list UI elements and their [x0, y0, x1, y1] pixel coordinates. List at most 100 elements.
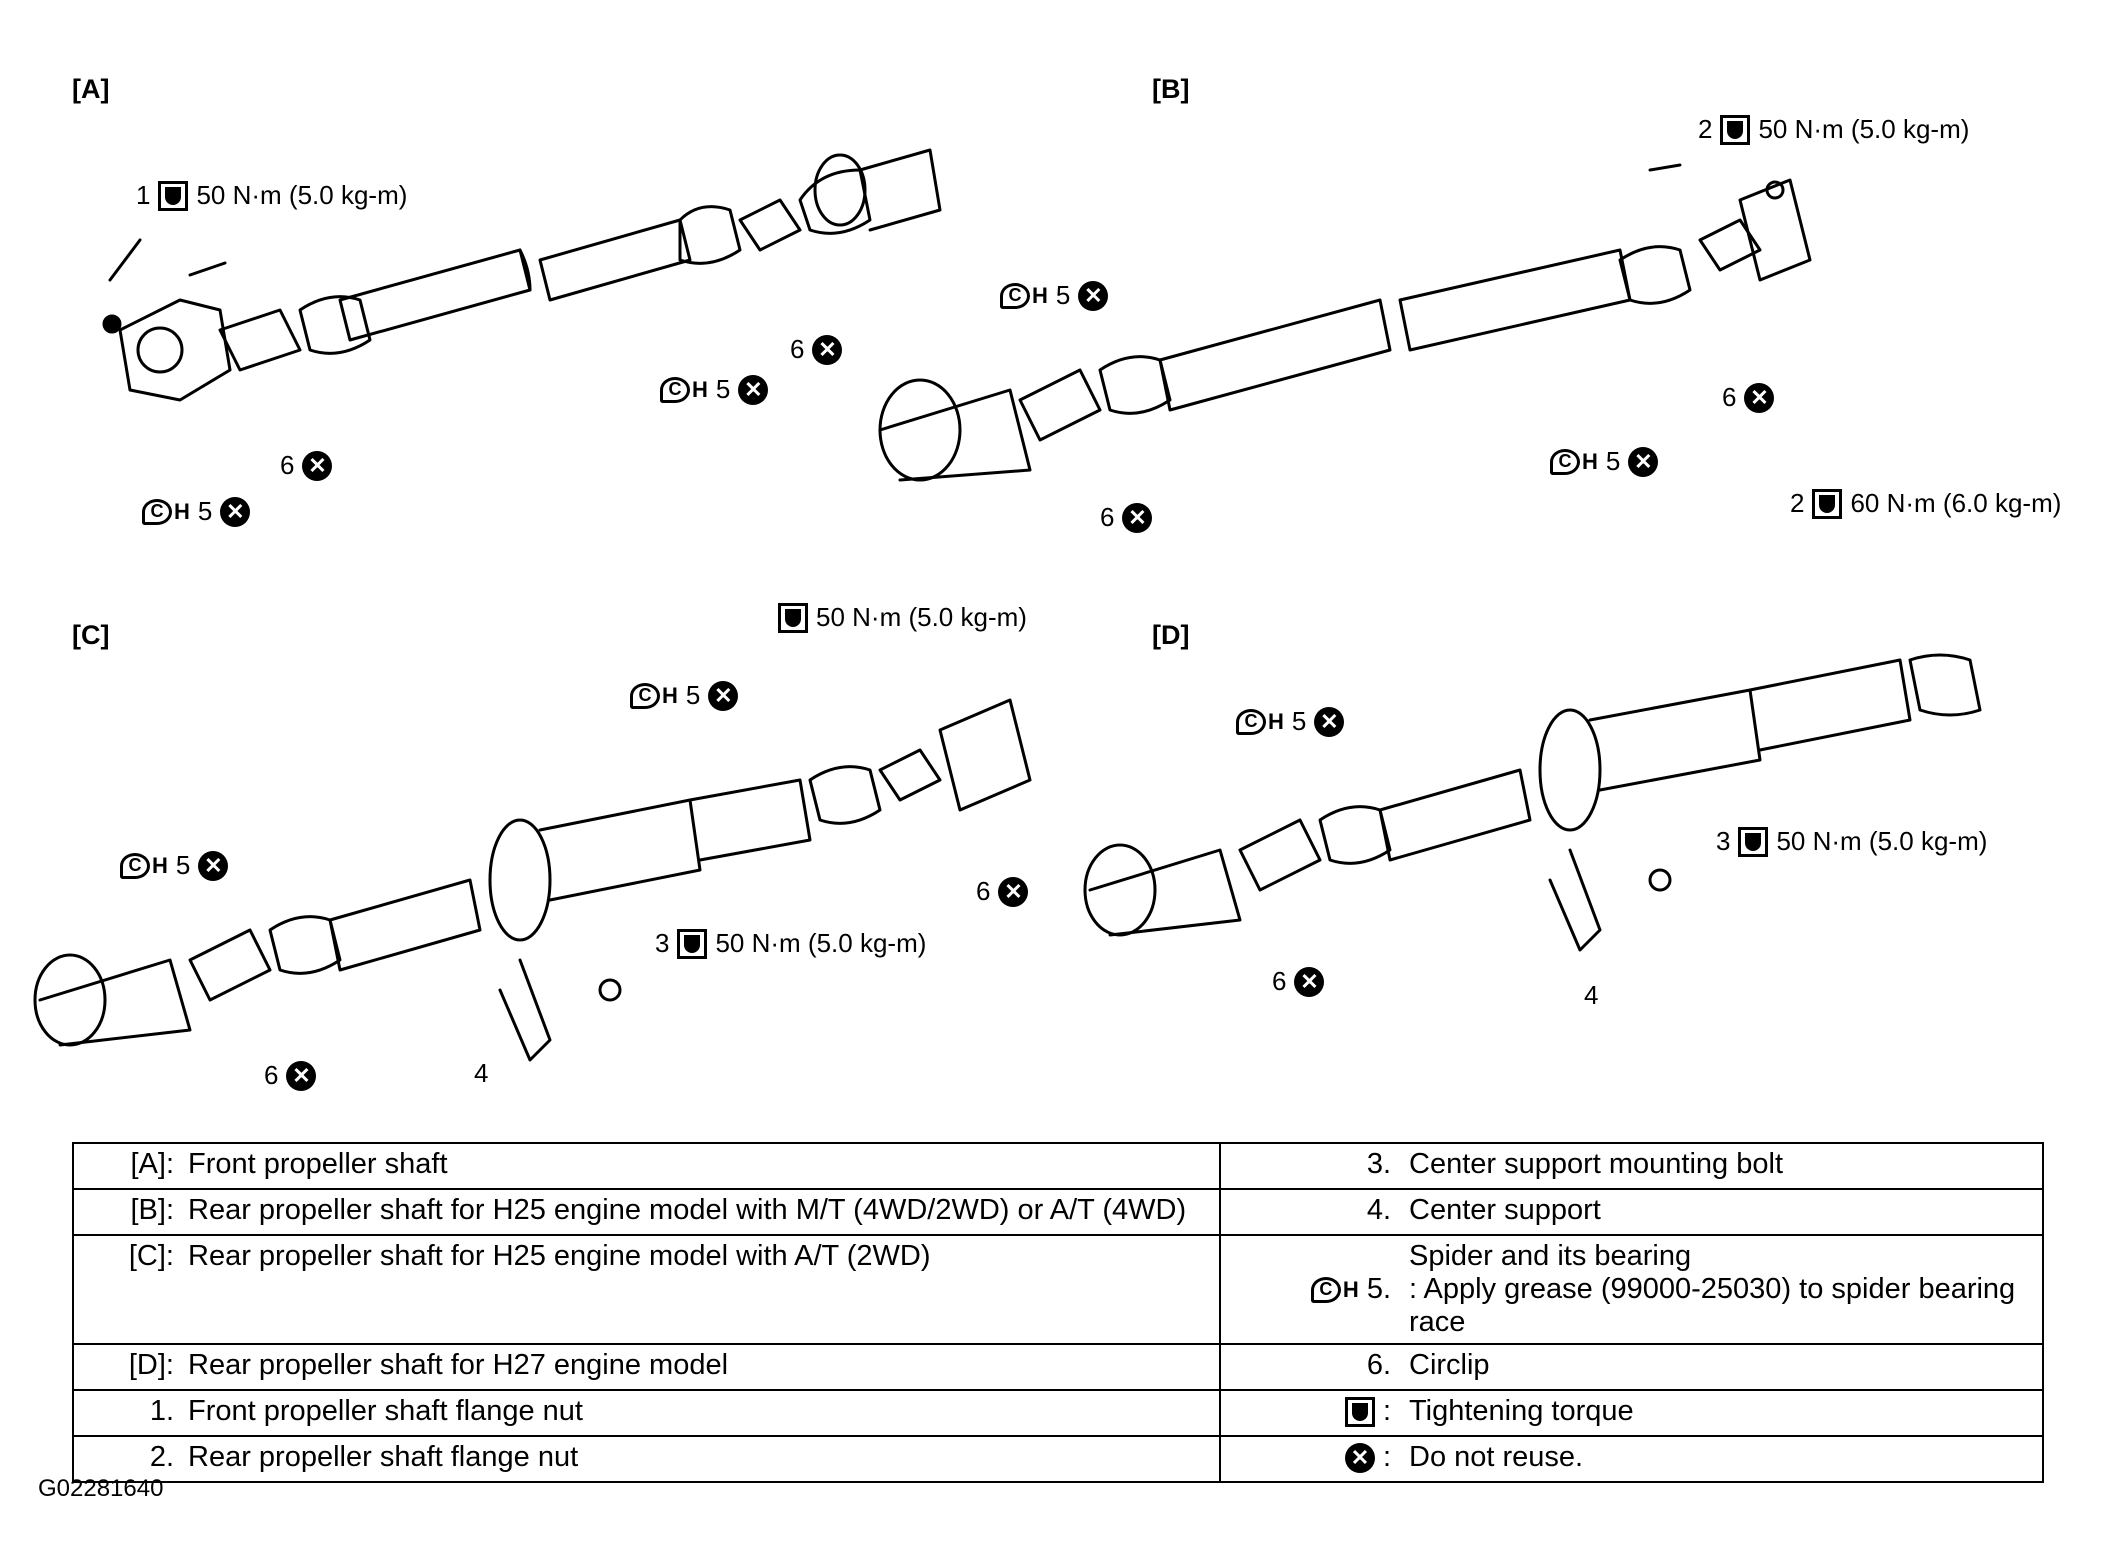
do-not-reuse-icon: ✕: [1628, 446, 1659, 477]
torque-value: 60 N·m (6.0 kg-m): [1850, 488, 2062, 518]
do-not-reuse-icon: ✕: [1744, 382, 1775, 413]
torque-icon: [1812, 488, 1843, 519]
do-not-reuse-icon: ✕: [708, 680, 739, 711]
legend-text: Do not reuse.: [1409, 1441, 1584, 1473]
legend-row: [A]: Front propeller shaft 3. Center suppo…: [72, 1142, 2044, 1190]
torque-value: 50 N·m (5.0 kg-m): [196, 180, 408, 210]
panel-label-c: [C]: [72, 620, 110, 650]
legend-text: Center support: [1409, 1194, 1601, 1226]
callout-number: 3: [655, 928, 670, 958]
legend-text: Circlip: [1409, 1349, 1490, 1381]
callout-circlip-b-right: 6 ✕: [1722, 382, 1775, 413]
torque-value: 50 N·m (5.0 kg-m): [816, 602, 1027, 632]
do-not-reuse-icon: ✕: [1344, 1442, 1375, 1473]
callout-number: 5: [715, 374, 731, 404]
callout-number: 6: [976, 876, 991, 906]
callout-number: 6: [790, 334, 805, 364]
callout-number: 5: [1291, 706, 1307, 736]
legend-text: Rear propeller shaft for H25 engine mode…: [188, 1240, 931, 1272]
legend-text: Front propeller shaft flange nut: [188, 1395, 583, 1427]
shaft-drawing-a: [102, 148, 942, 402]
legend-key: 2.: [149, 1441, 174, 1473]
legend-key: :: [1231, 1395, 1409, 1428]
do-not-reuse-icon: ✕: [1078, 280, 1109, 311]
do-not-reuse-icon: ✕: [220, 496, 251, 527]
do-not-reuse-icon: ✕: [738, 374, 769, 405]
torque-value: 50 N·m (5.0 kg-m): [715, 928, 927, 958]
callout-number: 4: [474, 1058, 489, 1088]
shaft-drawing-d: [1083, 653, 1982, 952]
panel-label-a: [A]: [72, 74, 110, 104]
torque-value: 50 N·m (5.0 kg-m): [1758, 114, 1970, 144]
legend-text: Tightening torque: [1409, 1395, 1634, 1427]
callout-circlip-b-left: 6 ✕: [1100, 502, 1153, 533]
legend-table: [A]: Front propeller shaft 3. Center suppo…: [72, 1142, 2044, 1483]
do-not-reuse-icon: ✕: [1294, 966, 1325, 997]
torque-icon: [1738, 826, 1769, 857]
callout-number: 6: [1272, 966, 1287, 996]
callout-number: 6: [264, 1060, 279, 1090]
legend-key: 1.: [149, 1395, 174, 1427]
torque-value: 50 N·m (5.0 kg-m): [1776, 826, 1988, 856]
legend-text: Center support mounting bolt: [1409, 1148, 1783, 1180]
callout-support-bolt-c: 3 50 N·m (5.0 kg-m): [655, 928, 926, 959]
torque-icon: [778, 602, 808, 633]
legend-text: Spider and its bearing: [1409, 1240, 1692, 1272]
callout-circlip-a-right: 6 ✕: [790, 334, 843, 365]
callout-number: 5: [1605, 446, 1621, 476]
callout-circlip-d: 6 ✕: [1272, 966, 1325, 997]
torque-icon: [1344, 1396, 1375, 1427]
legend-key: 6.: [1366, 1349, 1391, 1381]
do-not-reuse-icon: ✕: [302, 450, 333, 481]
panel-label-b: [B]: [1152, 74, 1190, 104]
legend-row: [B]:Rear propeller shaft for H25 engine …: [72, 1188, 2044, 1236]
legend-text: Front propeller shaft: [188, 1148, 448, 1180]
do-not-reuse-icon: ✕: [198, 850, 229, 881]
do-not-reuse-icon: ✕: [812, 334, 843, 365]
legend-text: Rear propeller shaft for H27 engine mode…: [188, 1349, 729, 1381]
legend-row: 1. Front propeller shaft flange nut :Tigh…: [72, 1389, 2044, 1437]
shaft-drawing-c: [33, 698, 1032, 1062]
do-not-reuse-icon: ✕: [998, 876, 1029, 907]
do-not-reuse-icon: ✕: [286, 1060, 317, 1091]
callout-number: 6: [1100, 502, 1115, 532]
callout-number: 5: [197, 496, 213, 526]
legend-key: ✕:: [1231, 1441, 1409, 1474]
callout-circlip-c-left: 6 ✕: [264, 1060, 317, 1091]
callout-circlip-c-right: 6 ✕: [976, 876, 1029, 907]
shaft-drawing-b: [878, 163, 1812, 482]
legend-row: [C]:Rear propeller shaft for H25 engine …: [72, 1234, 2044, 1345]
torque-icon: [677, 928, 708, 959]
legend-row: [D]:Rear propeller shaft for H27 engine …: [72, 1343, 2044, 1391]
callout-center-support-c: 4: [474, 1058, 488, 1089]
callout-flange-nut-a: 1 50 N·m (5.0 kg-m): [136, 180, 407, 211]
do-not-reuse-icon: ✕: [1314, 706, 1345, 737]
legend-key: [A]:: [130, 1148, 174, 1180]
figure-code: G02281640: [38, 1475, 164, 1502]
torque-icon: [1720, 114, 1751, 145]
callout-support-bolt-d: 3 50 N·m (5.0 kg-m): [1716, 826, 1987, 857]
callout-number: 5: [1055, 280, 1071, 310]
callout-number: 5: [175, 850, 191, 880]
callout-number: 2: [1698, 114, 1713, 144]
callout-number: 5: [685, 680, 701, 710]
panel-label-d: [D]: [1152, 620, 1190, 650]
callout-center-support-d: 4: [1584, 980, 1598, 1011]
legend-key: 3.: [1366, 1148, 1391, 1180]
propeller-shaft-drawings: [33, 148, 1982, 1062]
legend-key-number: 5.: [1366, 1273, 1391, 1305]
callout-circlip-a-left: 6 ✕: [280, 450, 333, 481]
callout-flange-nut-d: 2 60 N·m (6.0 kg-m): [1790, 488, 2061, 519]
